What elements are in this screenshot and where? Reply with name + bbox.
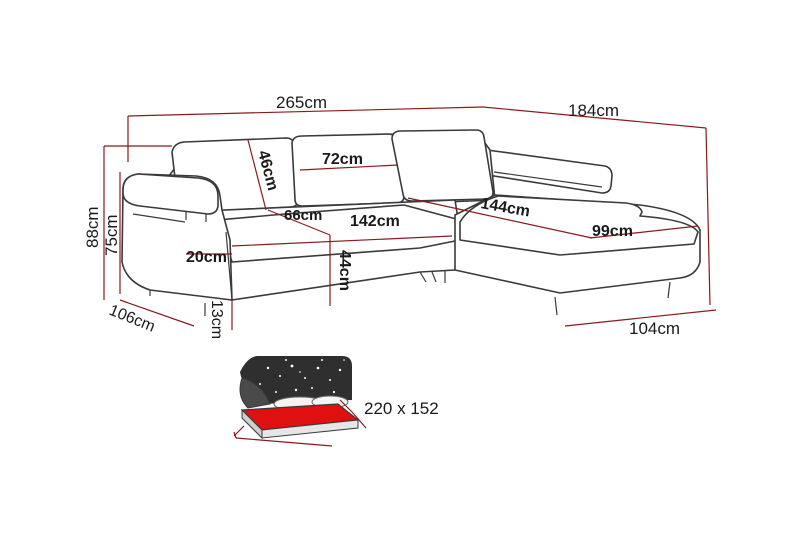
label-seat-width: 142cm: [350, 213, 400, 230]
left-armrest-top: [122, 173, 219, 215]
bed-size-label: 220 x 152: [364, 399, 439, 418]
back-cushion-right: [391, 129, 494, 202]
label-total-height: 88cm: [83, 206, 102, 248]
label-leg-height: 13cm: [208, 300, 225, 339]
label-total-depth: 106cm: [107, 302, 158, 336]
sofa-bed-icon: 220 x 152: [233, 356, 439, 447]
label-chaise-depth: 104cm: [629, 319, 680, 338]
label-chaise-seat-width: 99cm: [592, 223, 633, 240]
label-arm-height: 75cm: [102, 214, 121, 256]
stars: [259, 359, 345, 394]
chaise-cushion: [459, 195, 699, 256]
bed-base: [261, 419, 359, 439]
label-armrest-width: 20cm: [186, 249, 227, 266]
dimension-lines: [103, 106, 717, 330]
corner-sofa-drawing: [121, 129, 701, 316]
label-seat-depth: 66cm: [284, 207, 322, 224]
label-total-width: 265cm: [276, 93, 327, 112]
label-seat-height: 44cm: [336, 250, 353, 291]
chaise-backrest: [486, 149, 613, 194]
bed-headboard: [239, 377, 271, 409]
sofa-legs: [149, 270, 671, 316]
label-chaise-length: 184cm: [568, 101, 619, 120]
label-back-cushion-width: 72cm: [322, 151, 363, 168]
